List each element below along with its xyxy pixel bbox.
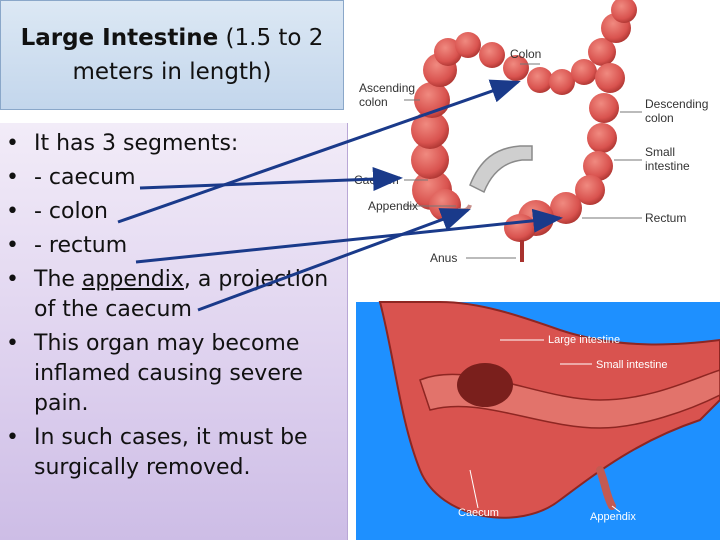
caecum-shape bbox=[429, 189, 461, 221]
label-bottom-caecum: Caecum bbox=[458, 507, 499, 519]
label-small-2: intestine bbox=[645, 159, 690, 173]
large-intestine-diagram: Colon Ascending colon Descending colon S… bbox=[354, 0, 708, 265]
label-appendix: Appendix bbox=[368, 199, 418, 213]
arrow-appendix bbox=[198, 210, 468, 310]
caecum-opening bbox=[457, 363, 513, 407]
small-intestine-stub bbox=[470, 146, 532, 192]
label-ascending-2: colon bbox=[359, 95, 388, 109]
label-descending-1: Descending bbox=[645, 97, 708, 111]
caecum-appendix-diagram: Large intestine Small intestine Caecum A… bbox=[356, 302, 720, 540]
label-colon: Colon bbox=[510, 47, 541, 61]
label-small-intestine: Small intestine bbox=[596, 359, 668, 371]
label-small-1: Small bbox=[645, 145, 675, 159]
label-bottom-appendix: Appendix bbox=[590, 511, 636, 523]
ascending-colon-shape bbox=[411, 38, 462, 210]
label-anus: Anus bbox=[430, 251, 457, 265]
label-descending-2: colon bbox=[645, 111, 674, 125]
label-ascending-1: Ascending bbox=[359, 81, 415, 95]
rectum-shape bbox=[504, 192, 582, 242]
label-large-intestine: Large intestine bbox=[548, 334, 620, 346]
connector-arrows bbox=[118, 82, 560, 310]
label-rectum: Rectum bbox=[645, 211, 686, 225]
